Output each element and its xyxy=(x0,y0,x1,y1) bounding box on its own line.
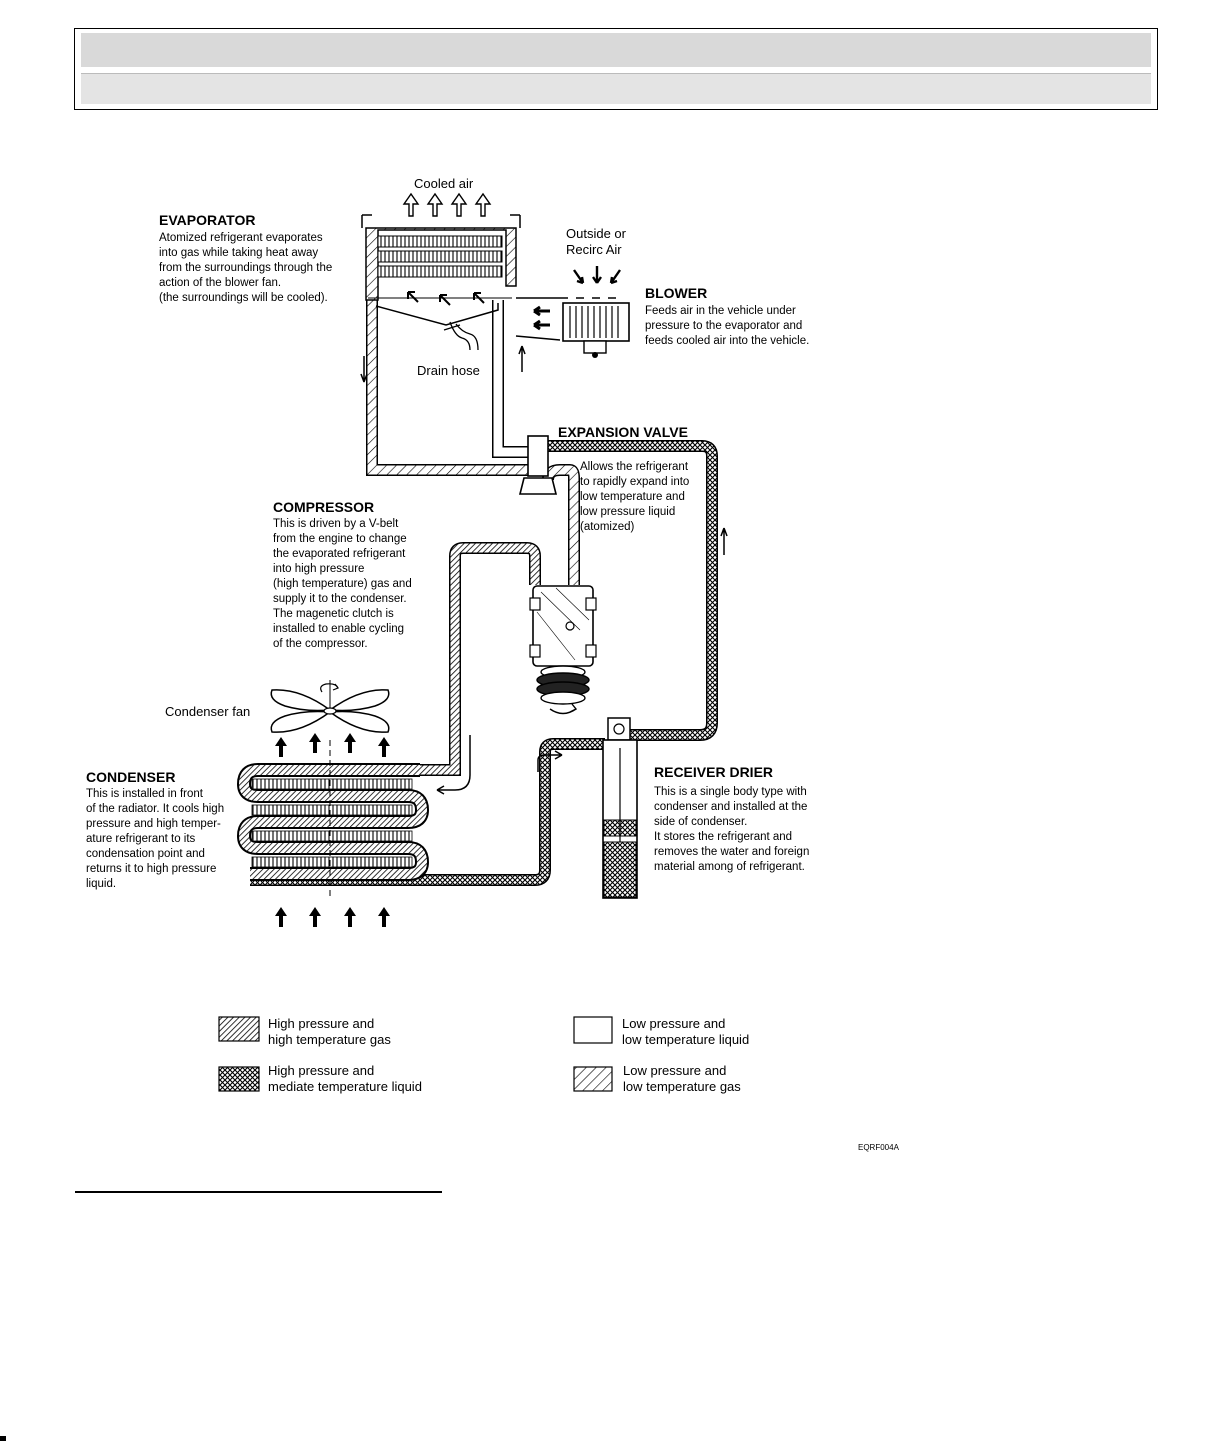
condenser-fan-label: Condenser fan xyxy=(165,704,250,719)
outside-air-label-1: Outside or xyxy=(566,226,627,241)
expansion-valve-desc-3: low temperature and xyxy=(580,491,685,503)
condenser-desc-3: pressure and high temper- xyxy=(86,818,221,830)
page-header-box xyxy=(74,28,1158,110)
corner-mark xyxy=(0,1436,6,1441)
cooled-air-label: Cooled air xyxy=(414,176,474,191)
legend-lp-liquid-line-2: low temperature liquid xyxy=(622,1032,749,1047)
legend-lp-gas-line-2: low temperature gas xyxy=(623,1079,741,1094)
blower-title: BLOWER xyxy=(645,285,707,301)
condenser-desc-4: ature refrigerant to its xyxy=(86,833,196,845)
compressor-desc-7: The magenetic clutch is xyxy=(273,608,394,620)
compressor-desc-2: from the engine to change xyxy=(273,533,407,545)
legend-lp-gas-line-1: Low pressure and xyxy=(623,1063,726,1078)
condenser-fan xyxy=(270,680,390,733)
receiver-drier-desc-2: condenser and installed at the xyxy=(654,801,807,813)
blower-desc-2: pressure to the evaporator and xyxy=(645,320,802,332)
condenser-desc-5: condensation point and xyxy=(86,848,205,860)
header-title-bar xyxy=(81,33,1151,67)
flow-arrow-up-right xyxy=(720,527,728,555)
evaporator-unit xyxy=(361,214,616,351)
drain-hose xyxy=(449,321,479,351)
receiver-drier xyxy=(537,717,638,899)
evaporator-desc-1: Atomized refrigerant evaporates xyxy=(159,232,323,244)
compressor-desc-8: installed to enable cycling xyxy=(273,623,404,635)
legend-swatch-lp-liquid xyxy=(573,1016,613,1044)
drain-hose-label: Drain hose xyxy=(417,363,480,378)
expansion-valve xyxy=(518,435,558,495)
pipe-compressor-discharge xyxy=(420,542,541,776)
pipe-evaporator-outlet xyxy=(366,300,528,476)
condenser-airflow-arrows xyxy=(275,733,390,927)
legend-swatch-hp-gas xyxy=(218,1016,260,1042)
blower-desc-3: feeds cooled air into the vehicle. xyxy=(645,335,809,347)
footer-rule xyxy=(75,1191,442,1193)
compressor-desc-6: supply it to the condenser. xyxy=(273,593,407,605)
legend-hp-gas-line-1: High pressure and xyxy=(268,1016,374,1031)
legend-hp-liquid-line-1: High pressure and xyxy=(268,1063,374,1078)
evaporator-core-row-1 xyxy=(377,235,503,248)
flow-arrow-up-evap xyxy=(518,345,526,372)
compressor-desc-9: of the compressor. xyxy=(273,638,368,650)
condenser-desc-6: returns it to high pressure xyxy=(86,863,216,875)
outside-air-label-2: Recirc Air xyxy=(566,242,622,257)
evaporator-core-row-2 xyxy=(377,250,503,263)
evaporator-desc-2: into gas while taking heat away xyxy=(159,247,318,259)
expansion-valve-title: EXPANSION VALVE xyxy=(558,424,688,440)
legend: High pressure and high temperature gas H… xyxy=(218,1016,749,1094)
figure-code: EQRF004A xyxy=(858,1143,900,1152)
receiver-drier-desc-1: This is a single body type with xyxy=(654,786,807,798)
cooled-air-arrows xyxy=(402,192,492,217)
receiver-drier-desc-5: removes the water and foreign xyxy=(654,846,809,858)
evaporator-core-row-3 xyxy=(377,265,503,278)
condenser-coil xyxy=(236,735,471,900)
blower-motor xyxy=(583,340,607,354)
expansion-valve-desc-4: low pressure liquid xyxy=(580,506,675,518)
evaporator-desc-4: action of the blower fan. xyxy=(159,277,281,289)
condenser-title: CONDENSER xyxy=(86,769,175,785)
flow-arrow-down-evap xyxy=(360,356,368,383)
flow-arrow-condenser-inlet xyxy=(436,735,471,795)
evaporator-title: EVAPORATOR xyxy=(159,212,255,228)
refrigerant-pipes xyxy=(250,300,718,886)
expansion-valve-desc-1: Allows the refrigerant xyxy=(580,461,689,473)
compressor-title: COMPRESSOR xyxy=(273,499,374,515)
legend-lp-liquid-line-1: Low pressure and xyxy=(622,1016,725,1031)
evaporator-drain-pan xyxy=(375,303,499,326)
condenser-desc-2: of the radiator. It cools high xyxy=(86,803,224,815)
compressor-desc-1: This is driven by a V-belt xyxy=(273,518,399,530)
condenser-desc-7: liquid. xyxy=(86,878,116,890)
legend-swatch-hp-liquid xyxy=(218,1066,260,1092)
blower-unit xyxy=(533,266,630,358)
flow-arrow-receiver-inlet xyxy=(537,750,563,772)
compressor xyxy=(529,585,597,715)
evaporator-desc-5: (the surroundings will be cooled). xyxy=(159,292,328,304)
compressor-desc-4: into high pressure xyxy=(273,563,364,575)
compressor-desc-3: the evaporated refrigerant xyxy=(273,548,406,560)
receiver-drier-desc-6: material among of refrigerant. xyxy=(654,861,805,873)
legend-hp-liquid-line-2: mediate temperature liquid xyxy=(268,1079,422,1094)
receiver-drier-title: RECEIVER DRIER xyxy=(654,764,773,780)
compressor-desc-5: (high temperature) gas and xyxy=(273,578,412,590)
receiver-drier-desc-4: It stores the refrigerant and xyxy=(654,831,792,843)
legend-swatch-lp-gas xyxy=(573,1066,613,1092)
pulley-rotation-icon xyxy=(549,703,578,715)
evaporator-desc-3: from the surroundings through the xyxy=(159,262,332,274)
header-subtitle-bar xyxy=(81,73,1151,104)
condenser-desc-1: This is installed in front xyxy=(86,788,204,800)
compressor-pulley xyxy=(536,665,590,705)
receiver-drier-desc-3: side of condenser. xyxy=(654,816,747,828)
expansion-valve-desc-5: (atomized) xyxy=(580,521,634,533)
expansion-valve-desc-2: to rapidly expand into xyxy=(580,476,689,488)
blower-desc-1: Feeds air in the vehicle under xyxy=(645,305,796,317)
legend-hp-gas-line-2: high temperature gas xyxy=(268,1032,391,1047)
